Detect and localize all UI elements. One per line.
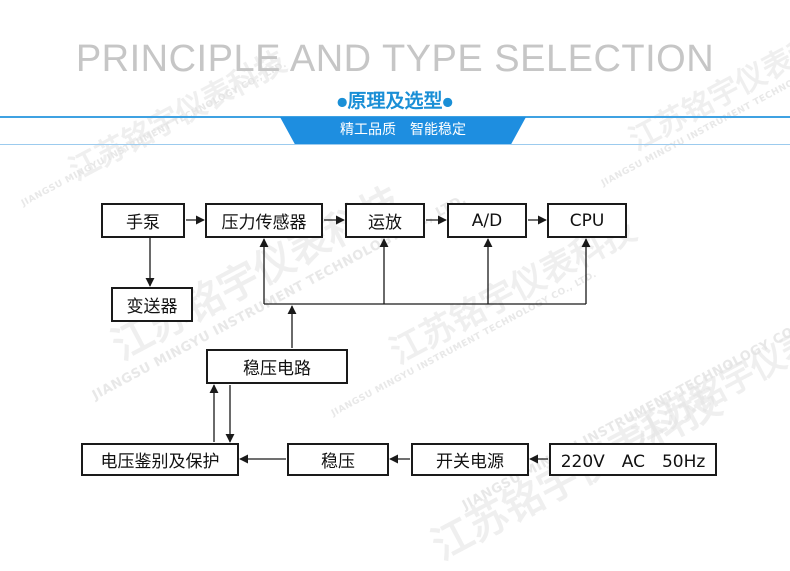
node-label: 压力传感器 xyxy=(221,213,307,233)
node-label: 电压鉴别及保护 xyxy=(100,452,220,472)
node-regulator: 稳压 xyxy=(287,443,389,476)
node-mains-input: 220V AC 50Hz xyxy=(549,443,717,476)
diagram-connectors xyxy=(145,215,591,464)
node-op-amp: 运放 xyxy=(345,203,425,238)
node-switching-psu: 开关电源 xyxy=(411,443,529,476)
node-regulator-circuit: 稳压电路 xyxy=(206,349,348,384)
slogan-banner: 精工品质 智能稳定 xyxy=(280,117,526,144)
section-subtitle: ●原理及选型● xyxy=(0,86,790,113)
node-hand-pump: 手泵 xyxy=(101,203,185,238)
node-pressure-sensor: 压力传感器 xyxy=(205,203,323,238)
node-label: 220V AC 50Hz xyxy=(560,452,706,472)
node-voltage-monitor: 电压鉴别及保护 xyxy=(81,443,239,476)
subtitle-text: 原理及选型 xyxy=(347,90,443,112)
node-adc: A/D xyxy=(447,203,527,238)
node-label: CPU xyxy=(569,210,605,231)
page-title: PRINCIPLE AND TYPE SELECTION xyxy=(75,38,715,80)
node-label: 变送器 xyxy=(126,297,178,317)
node-label: 开关电源 xyxy=(436,452,504,472)
bullet-icon: ● xyxy=(442,94,453,109)
node-label: A/D xyxy=(471,210,503,231)
node-label: 运放 xyxy=(368,213,402,233)
node-label: 手泵 xyxy=(126,213,160,233)
node-transmitter: 变送器 xyxy=(111,287,193,322)
node-cpu: CPU xyxy=(547,203,627,238)
bullet-icon: ● xyxy=(337,94,348,109)
slogan-divider xyxy=(0,144,790,145)
node-label: 稳压电路 xyxy=(243,359,311,379)
node-label: 稳压 xyxy=(321,452,355,472)
